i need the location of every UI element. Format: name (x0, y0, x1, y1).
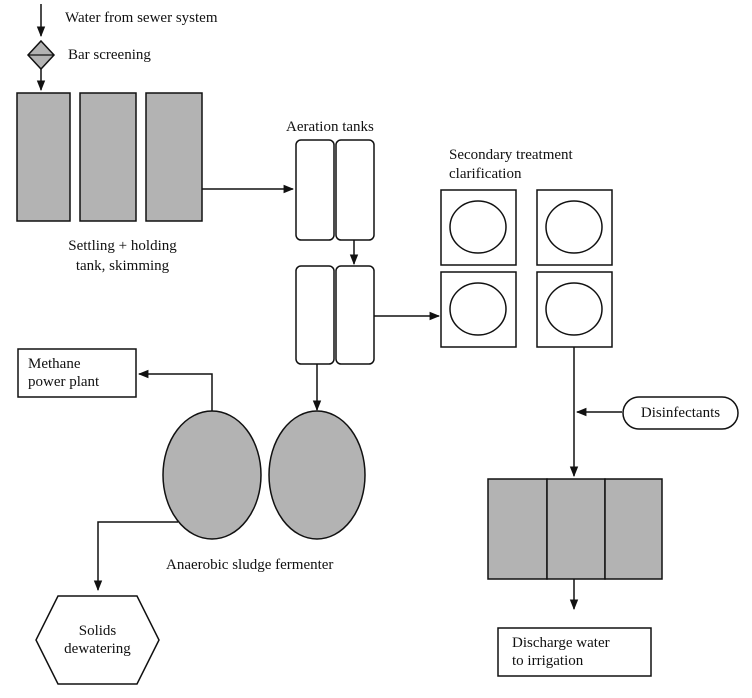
settling-label-line2: tank, skimming (75, 258, 170, 274)
fermenter-left (162, 410, 262, 540)
settling-tank-1 (16, 92, 71, 222)
clarifier-top-right (536, 189, 613, 266)
discharge-label-line1: Discharge water (512, 635, 610, 651)
final-tank-1 (487, 478, 548, 580)
settling-tank-2 (79, 92, 137, 222)
solids-label-line2: dewatering (64, 641, 131, 657)
disinfectants-pill (622, 396, 739, 430)
discharge-water-text: Discharge water to irrigation (498, 628, 651, 676)
fermenter-to-methane-arrow (137, 369, 213, 411)
settling-tank-3 (145, 92, 203, 222)
clarifier-top-left (440, 189, 517, 266)
methane-power-plant-text: Methane power plant (18, 349, 136, 397)
secondary-treatment-label-line1: Secondary treatment (449, 147, 573, 163)
disinfectants-text: Disinfectants (623, 397, 738, 429)
methane-label-line2: power plant (28, 374, 100, 390)
bar-screening-label: Bar screening (68, 47, 151, 63)
anaerobic-sludge-label: Anaerobic sludge fermenter (166, 557, 334, 573)
clarifier-bottom-left (440, 271, 517, 348)
aeration-tank-lower-left (295, 265, 335, 365)
secondary-treatment-label-line2: clarification (449, 166, 522, 182)
final-tank-2 (546, 478, 606, 580)
water-from-sewer-label: Water from sewer system (65, 10, 218, 26)
fermenter-right (268, 410, 366, 540)
settling-label-line1: Settling + holding (68, 238, 177, 254)
aeration-tank-upper-right (335, 139, 375, 241)
aeration-tank-upper-left (295, 139, 335, 241)
solids-dewatering-hexagon (35, 595, 160, 685)
aeration-tank-lower-right (335, 265, 375, 365)
fermenter-to-solids-arrow (93, 521, 178, 592)
discharge-label-line2: to irrigation (512, 653, 584, 669)
disinfectants-label: Disinfectants (640, 405, 721, 421)
discharge-box (497, 627, 652, 677)
final-tank-3 (604, 478, 663, 580)
aeration-tanks-label: Aeration tanks (286, 119, 374, 135)
methane-label-line1: Methane (28, 356, 81, 372)
solids-dewatering-text: Solids dewatering (36, 596, 159, 684)
methane-power-plant-box (17, 348, 137, 398)
solids-label-line1: Solids (78, 623, 117, 639)
